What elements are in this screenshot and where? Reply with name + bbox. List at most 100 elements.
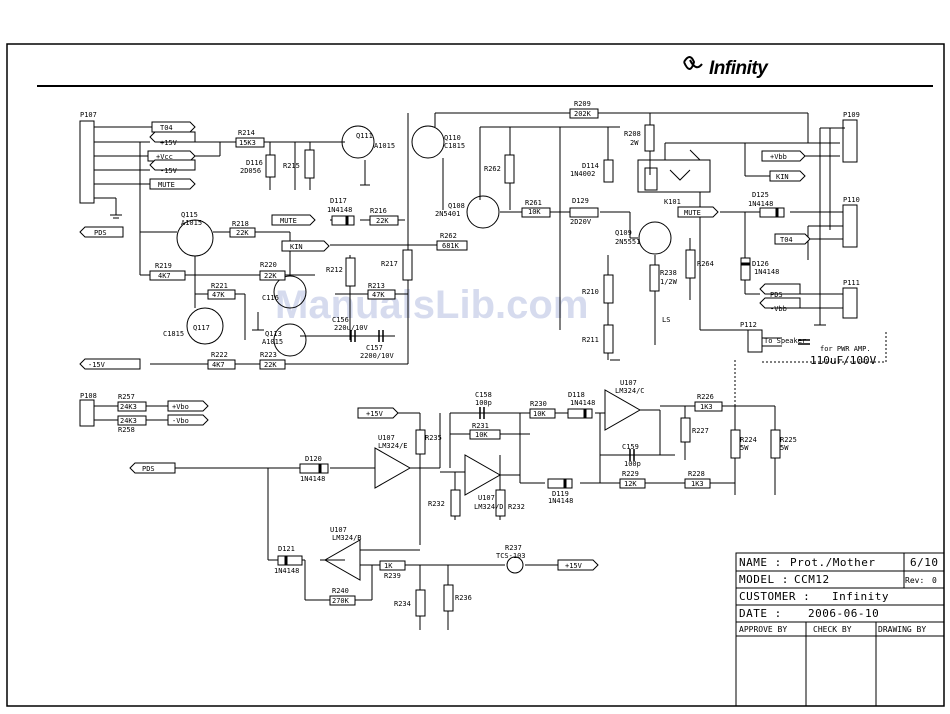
r232-ref: R232 — [508, 503, 525, 511]
wiring — [79, 112, 887, 630]
r240-ref: R240 — [332, 587, 349, 595]
u107d-val: LM324/B — [332, 534, 362, 542]
r231-ref: R231 — [472, 422, 489, 430]
r208-ref: R208 — [624, 130, 641, 138]
q115-ref: Q115 — [181, 211, 198, 219]
tb-customer-label: CUSTOMER : — [739, 590, 810, 603]
c116-ref: C116 — [262, 294, 279, 302]
r240-val: 270K — [332, 597, 350, 605]
d119-val: 1N4148 — [548, 497, 573, 505]
r210-ref: R210 — [582, 288, 599, 296]
r213-ref: R213 — [368, 282, 385, 290]
r218-ref: R218 — [232, 220, 249, 228]
r225-val: 5W — [780, 444, 789, 452]
q109-ref: Q109 — [615, 229, 632, 237]
q108-val: 2N5401 — [435, 210, 460, 218]
d118-ref: D118 — [568, 391, 585, 399]
capacitor-symbols — [350, 330, 810, 461]
page-border — [6, 43, 945, 707]
c159-ref: C159 — [622, 443, 639, 451]
brand-logo-text: Infinity — [709, 58, 769, 79]
c157-val: 2200/10V — [360, 352, 395, 360]
u107c-ref: U107 — [478, 494, 495, 502]
watermark: ManualsLib.com — [275, 283, 588, 327]
q113-ref: Q113 — [265, 330, 282, 338]
net-pds-1: PDS — [142, 465, 155, 473]
u107c-val: LM324/D — [474, 503, 504, 511]
r238-val: 1/2W — [660, 278, 678, 286]
p112-cap: 110uF/100V — [810, 354, 877, 367]
tb-date-value: 2006-06-10 — [808, 607, 879, 620]
d118-val: 1N4148 — [570, 399, 595, 407]
r223-ref: R223 — [260, 351, 277, 359]
net-mute-1: MUTE — [280, 217, 297, 225]
q111-val: A1015 — [374, 142, 395, 150]
r235-ref: R235 — [425, 434, 442, 442]
p107-ref: P107 — [80, 111, 97, 119]
r239-val: 1K — [384, 562, 393, 570]
tb-rev-value: 0 — [932, 576, 937, 585]
p107-pin-m15v: -15V — [160, 167, 178, 175]
d116-val: 2D056 — [240, 167, 261, 175]
p112-label: To Speaker — [764, 337, 806, 345]
d125-val: 1N4148 — [748, 200, 773, 208]
u107a-val: LM324/C — [615, 387, 645, 395]
p111-ref: P111 — [843, 279, 860, 287]
u107d-ref: U107 — [330, 526, 347, 534]
d119-ref: D119 — [552, 490, 569, 498]
r222-val: 4K7 — [212, 361, 225, 369]
ls-ref: LS — [662, 316, 670, 324]
r208-val: 2W — [630, 139, 639, 147]
resistor-symbols — [117, 108, 781, 617]
d125-ref: D125 — [752, 191, 769, 199]
c157-ref: C157 — [366, 344, 383, 352]
d129-ref: D129 — [572, 197, 589, 205]
r216-val: 22K — [376, 217, 389, 225]
r228-val: 1K3 — [691, 480, 704, 488]
r261-val: 10K — [528, 208, 541, 216]
p111-vbb: -Vbb — [770, 305, 787, 313]
q115-val: A1015 — [181, 219, 202, 227]
r221-val: 47K — [212, 291, 225, 299]
net-flags — [79, 121, 811, 571]
r215-ref: R215 — [283, 162, 300, 170]
r261-ref: R261 — [525, 199, 542, 207]
u107a-ref: U107 — [620, 379, 637, 387]
u107b-ref: U107 — [378, 434, 395, 442]
c158-val: 100p — [475, 399, 492, 407]
tb-customer-value: Infinity — [832, 590, 889, 603]
d117-ref: D117 — [330, 197, 347, 205]
p107-pin-t04: T04 — [160, 124, 173, 132]
r225-ref: R225 — [780, 436, 797, 444]
r223-val: 22K — [264, 361, 277, 369]
p107-pin-pds: PDS — [94, 229, 107, 237]
p110-ref: P110 — [843, 196, 860, 204]
r219-val: 4K7 — [158, 272, 171, 280]
q109-val: 2N5551 — [615, 238, 640, 246]
r233-ref: R232 — [428, 500, 445, 508]
k101-ref: K101 — [664, 198, 681, 206]
p107-pin-mute: MUTE — [158, 181, 175, 189]
r217-ref: R217 — [381, 260, 398, 268]
tb-sheet: 6/10 — [910, 556, 939, 569]
net-m15v: -15V — [88, 361, 106, 369]
net-mvbo: -Vbo — [172, 417, 189, 425]
d120-ref: D120 — [305, 455, 322, 463]
tb-approve: APPROVE BY — [739, 625, 787, 634]
d126-val: 1N4148 — [754, 268, 779, 276]
q110-ref: Q110 — [444, 134, 461, 142]
r221-ref: R221 — [211, 282, 228, 290]
q113-val: A1015 — [262, 338, 283, 346]
r209-val: 202K — [574, 110, 592, 118]
r258-val: 24K3 — [120, 417, 137, 425]
d121-val: 1N4148 — [274, 567, 299, 575]
r218-val: 22K — [236, 229, 249, 237]
r264-ref: R264 — [697, 260, 714, 268]
d114-val: 1N4002 — [570, 170, 595, 178]
r224-ref: R224 — [740, 436, 757, 444]
r209-ref: R209 — [574, 100, 591, 108]
r257-val: 24K3 — [120, 403, 137, 411]
c159-val: 100p — [624, 460, 641, 468]
r222-ref: R222 — [211, 351, 228, 359]
